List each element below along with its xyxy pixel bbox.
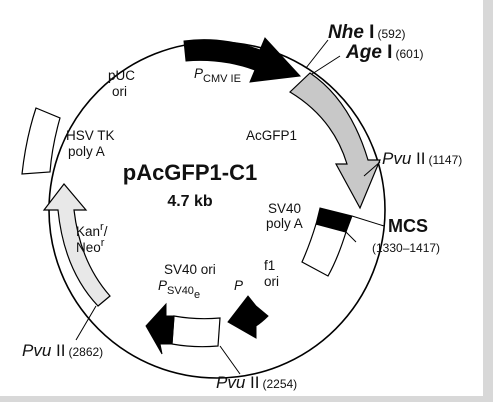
- hsv-tk-polya-box: [21, 107, 61, 175]
- pvu2862-site-label: Pvu II(2862): [22, 341, 103, 360]
- nhe-site-label: Nhe I(592): [328, 22, 405, 43]
- neo-label: Neor: [76, 237, 105, 255]
- acgfp1-arrow: [289, 72, 381, 210]
- age-site-label: Age I(601): [345, 42, 423, 63]
- pvu2862-leader: [75, 305, 97, 341]
- hsv-tk-label-2: poly A: [68, 144, 105, 159]
- f1-ori-label-2: ori: [264, 274, 279, 289]
- kan-label: Kanr/: [76, 221, 108, 239]
- plasmid-name: pAcGFP1-C1: [123, 160, 257, 185]
- mcs-leader: [351, 215, 385, 227]
- pcmv-label: PCMV IE: [194, 66, 241, 85]
- frame-edge-bottom: [0, 396, 493, 402]
- sv40-polya-label-1: SV40: [268, 201, 301, 216]
- puc-ori-label-2: ori: [112, 84, 127, 99]
- sv40-polya-label-2: poly A: [266, 216, 303, 231]
- p-promoter-arrow: [227, 295, 269, 339]
- mcs-leader-2: [345, 231, 357, 243]
- frame-edge-right: [483, 0, 493, 402]
- acgfp1-label: AcGFP1: [246, 128, 297, 143]
- plasmid-size: 4.7 kb: [167, 193, 213, 210]
- pvu2254-leader: [219, 345, 241, 375]
- nhe-leader: [305, 39, 329, 69]
- puc-ori-label-1: pUC: [108, 68, 135, 83]
- pcmv-arrow: [183, 37, 302, 83]
- sv40-ori-box: [171, 315, 221, 348]
- age-leader: [311, 55, 341, 75]
- sv40-polya-box: [301, 223, 347, 277]
- f1-ori-label-1: f1: [264, 258, 275, 273]
- kan-neo-arrow: [42, 183, 111, 307]
- pvu2254-site-label: Pvu II(2254): [216, 373, 297, 392]
- p-promoter-label: P: [234, 278, 243, 293]
- sv40e-label: PSV40e: [158, 278, 200, 301]
- hsv-tk-label-1: HSV TK: [66, 128, 115, 143]
- mcs-site-label: MCS: [388, 216, 428, 236]
- sv40-ori-label: SV40 ori: [164, 262, 216, 277]
- pvu1147-leader: [363, 161, 381, 177]
- sv40e-promoter-arrow: [145, 302, 175, 355]
- pvu1147-site-label: Pvu II(1147): [382, 149, 462, 168]
- mcs-site-position: (1330–1417): [372, 241, 440, 255]
